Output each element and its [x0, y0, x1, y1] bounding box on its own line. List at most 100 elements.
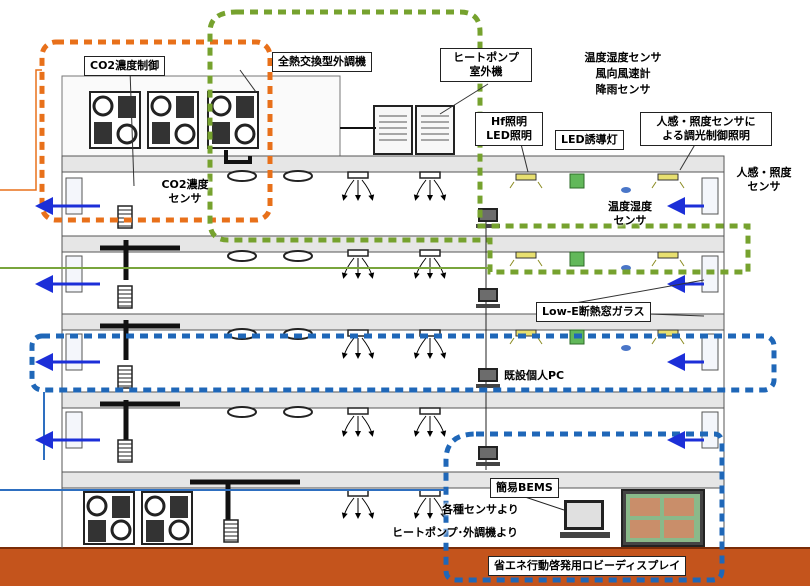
- air-flow-arrow: [434, 416, 444, 434]
- air-flow-arrow: [344, 498, 354, 516]
- fan: [94, 97, 112, 115]
- filter: [94, 122, 112, 144]
- filter: [88, 520, 106, 542]
- air-flow-arrow: [416, 416, 426, 434]
- dimming-control-label: 人感・照度センサに よる調光制御照明: [640, 112, 772, 146]
- filter: [146, 520, 164, 542]
- ceiling-diffuser: [228, 251, 256, 261]
- bems-screen: [567, 503, 601, 527]
- outdoor-unit: [416, 106, 454, 154]
- window-right: [702, 178, 718, 214]
- filter: [236, 96, 254, 118]
- air-flow-arrow: [344, 180, 354, 198]
- led-exit-sign: [570, 174, 584, 188]
- co2-control-label: CO2濃度制御: [84, 56, 165, 76]
- window-left: [66, 178, 82, 214]
- air-flow-arrow: [344, 338, 354, 356]
- light-ray: [510, 338, 514, 344]
- ceiling-light: [516, 174, 536, 180]
- ceiling-light: [516, 252, 536, 258]
- air-outlet: [348, 408, 368, 414]
- filter: [176, 96, 194, 118]
- co2-sensor-label: CO2濃度 センサ: [150, 178, 220, 206]
- air-outlet: [420, 250, 440, 256]
- air-outlet: [420, 408, 440, 414]
- temp-sensor: [621, 187, 631, 193]
- pc-screen: [480, 370, 496, 380]
- ceiling-diffuser: [284, 171, 312, 181]
- filter: [118, 96, 136, 118]
- air-flow-arrow: [416, 338, 426, 356]
- air-flow-arrow: [416, 498, 426, 516]
- simple-bems-label: 簡易BEMS: [490, 478, 559, 498]
- led-exit-sign: [570, 252, 584, 266]
- existing-pc-label: 既設個人PC: [504, 369, 564, 383]
- filter: [170, 496, 188, 518]
- heat-pump-outdoor-label: ヒートポンプ 室外機: [440, 48, 532, 82]
- fan: [118, 125, 136, 143]
- pc-keyboard: [476, 304, 500, 308]
- window-left: [66, 256, 82, 292]
- bems-keyboard: [560, 532, 610, 538]
- light-ray: [538, 182, 542, 188]
- weather-sensors-label: 温度湿度センサ 風向風速計 降雨センサ: [568, 50, 678, 98]
- air-flow-arrow: [362, 498, 372, 516]
- sensor-unit: [224, 520, 238, 542]
- fan: [236, 125, 254, 143]
- ground: [0, 548, 810, 586]
- outdoor-unit: [374, 106, 412, 154]
- pc-keyboard: [476, 384, 500, 388]
- light-ray: [538, 338, 542, 344]
- light-ray: [652, 182, 656, 188]
- light-ray: [538, 260, 542, 266]
- air-outlet: [348, 250, 368, 256]
- air-flow-arrow: [416, 180, 426, 198]
- air-flow-arrow: [362, 180, 372, 198]
- led-exit-sign-label: LED誘導灯: [555, 130, 624, 150]
- light-ray: [680, 260, 684, 266]
- hf-led-lighting-label: Hf照明 LED照明: [475, 112, 543, 146]
- air-outlet: [348, 172, 368, 178]
- low-e-glass-label: Low-E断熱窓ガラス: [536, 302, 651, 322]
- lobby-display-label: 省エネ行動啓発用ロビーディスプレイ: [488, 556, 686, 576]
- sensor-unit: [118, 286, 132, 308]
- low-e-glass-region: [32, 336, 774, 390]
- light-ray: [510, 260, 514, 266]
- filter: [212, 122, 230, 144]
- temp-sensor: [621, 345, 631, 351]
- from-heat-pump-label: ヒートポンプ･外調機より: [392, 526, 518, 540]
- fan: [152, 97, 170, 115]
- ceiling-light: [658, 252, 678, 258]
- light-ray: [680, 182, 684, 188]
- co2-control-line: [0, 70, 42, 190]
- pc-keyboard: [476, 462, 500, 466]
- sensor-unit: [118, 366, 132, 388]
- fan: [146, 497, 164, 515]
- window-left: [66, 334, 82, 370]
- window-right: [702, 334, 718, 370]
- fan: [112, 521, 130, 539]
- air-flow-arrow: [362, 338, 372, 356]
- light-ray: [652, 338, 656, 344]
- ceiling-diffuser: [284, 251, 312, 261]
- ceiling-diffuser: [284, 407, 312, 417]
- motion-lux-sensor-label: 人感・照度 センサ: [726, 166, 802, 194]
- sensor-unit: [118, 206, 132, 228]
- temp-humidity-sensor-label: 温度湿度 センサ: [590, 200, 670, 228]
- air-outlet: [420, 172, 440, 178]
- ceiling-light: [658, 174, 678, 180]
- window-right: [702, 412, 718, 448]
- air-flow-arrow: [434, 180, 444, 198]
- fan: [176, 125, 194, 143]
- fan: [170, 521, 188, 539]
- floor-slab: [62, 472, 724, 488]
- from-sensors-label: 各種センサより: [442, 503, 519, 517]
- pc-screen: [480, 290, 496, 300]
- floor-slab: [62, 156, 724, 172]
- fan: [88, 497, 106, 515]
- light-ray: [680, 338, 684, 344]
- light-ray: [510, 182, 514, 188]
- sensor-unit: [118, 440, 132, 462]
- ceiling-diffuser: [228, 171, 256, 181]
